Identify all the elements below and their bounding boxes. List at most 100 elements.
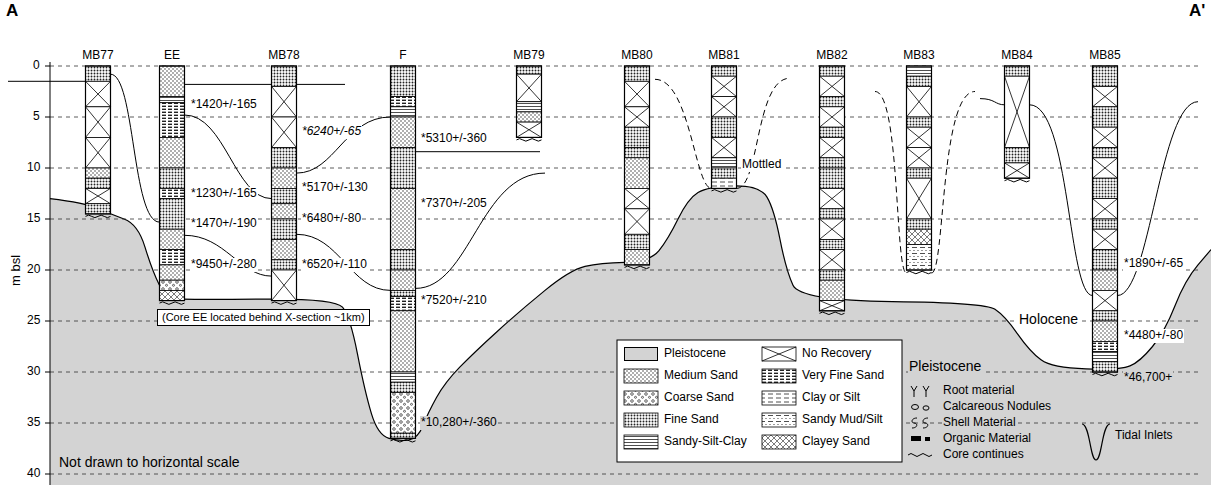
core-interval	[160, 103, 185, 138]
axis-value: 35	[27, 416, 40, 430]
nodule-symbol	[912, 405, 919, 410]
core-interval	[391, 297, 416, 311]
core-outline	[712, 66, 737, 188]
core-continues-mark	[625, 266, 650, 269]
core-interval	[820, 97, 845, 107]
correlation-line	[8, 81, 86, 82]
no-recovery-cross	[907, 127, 932, 147]
core-interval	[1093, 148, 1118, 158]
core-interval	[712, 76, 737, 96]
core-continues-mark	[820, 312, 845, 315]
no-recovery-cross	[712, 137, 737, 157]
legend-text: Medium Sand	[664, 369, 738, 383]
unit-label: Holocene	[1018, 311, 1079, 327]
core-interval	[907, 168, 932, 178]
legend-sample	[762, 435, 796, 449]
core-outline	[272, 66, 297, 301]
core-interval	[1005, 76, 1030, 147]
pleistocene-fill	[50, 186, 1211, 485]
legend-text: Fine Sand	[664, 413, 719, 427]
core-logs	[86, 66, 1118, 442]
core-name: MB83	[901, 49, 937, 63]
core-outline	[820, 66, 845, 311]
core-interval	[820, 127, 845, 137]
core-name: MB80	[619, 49, 655, 63]
correlation-line	[185, 84, 346, 85]
axis-value: 25	[27, 314, 40, 328]
legend-text: Core continues	[942, 448, 1025, 462]
axis-value: 10	[27, 161, 40, 175]
legend-text: Calcareous Nodules	[942, 400, 1052, 414]
legend-sample	[762, 347, 796, 361]
core-continues-mark	[517, 139, 542, 142]
core-interval	[820, 76, 845, 96]
core-continues-mark	[160, 302, 185, 305]
core-column: MB84	[999, 49, 1035, 178]
no-recovery-cross	[272, 270, 297, 301]
core-column: EE	[160, 49, 185, 301]
tidal-inlet-outline	[932, 92, 976, 274]
core-interval	[391, 290, 416, 296]
no-recovery-cross	[712, 97, 737, 117]
correlation-lines	[8, 74, 1198, 295]
correlation-line	[416, 173, 546, 288]
core-name: MB79	[511, 49, 547, 63]
core-interval	[712, 137, 737, 157]
core-interval	[820, 219, 845, 239]
core-interval	[272, 66, 297, 86]
legend-sample	[624, 413, 658, 427]
core-interval	[391, 382, 416, 392]
correlation-line	[111, 74, 160, 222]
core-interval	[907, 76, 932, 86]
radiocarbon-date: *6480+/-80	[301, 212, 362, 226]
section-end-label: A	[6, 1, 18, 21]
no-recovery-cross	[272, 86, 297, 117]
no-recovery-cross	[625, 209, 650, 235]
core-interval	[1093, 127, 1118, 147]
core-interval	[1093, 270, 1118, 290]
core-column: F	[391, 49, 416, 438]
radiocarbon-date: *6240+/-65	[301, 125, 362, 139]
core-continues-mark	[391, 440, 416, 443]
legend-text: Very Fine Sand	[802, 369, 884, 383]
radiocarbon-date: *1420+/-165	[190, 98, 258, 112]
no-recovery-cross	[712, 76, 737, 96]
nodule-symbol	[923, 406, 929, 410]
core-outline	[1093, 66, 1118, 372]
core-interval	[272, 270, 297, 301]
core-interval	[391, 392, 416, 433]
axis-value: 20	[27, 263, 40, 277]
core-interval	[1093, 311, 1118, 321]
core-interval	[86, 137, 111, 168]
axis-title: m bsl	[9, 254, 24, 285]
core-interval	[625, 158, 650, 189]
axis-value: 5	[33, 110, 40, 124]
core-interval	[160, 168, 185, 188]
core-interval	[391, 117, 416, 148]
core-interval	[1005, 66, 1030, 76]
core-interval	[160, 97, 185, 103]
organic-symbol	[925, 437, 930, 441]
section-end-label: A'	[1189, 1, 1205, 21]
core-interval	[517, 102, 542, 112]
no-recovery-cross	[517, 122, 542, 137]
legend-text: Sandy Mud/Silt	[802, 413, 883, 427]
core-continues-mark	[1093, 373, 1118, 376]
no-recovery-cross	[907, 86, 932, 117]
radiocarbon-date: *7520+/-210	[420, 294, 488, 308]
core-continues-mark	[86, 215, 111, 218]
core-interval	[820, 280, 845, 300]
core-column: MB78	[266, 49, 302, 301]
core-interval	[820, 107, 845, 127]
core-name: MB78	[266, 49, 302, 63]
no-recovery-cross	[907, 178, 932, 219]
core-outline	[517, 66, 542, 137]
unit-label: Pleistocene	[908, 358, 982, 374]
no-recovery-cross	[1005, 76, 1030, 147]
radiocarbon-date: *6520+/-110	[301, 258, 368, 272]
core-column: MB80	[619, 49, 655, 265]
core-interval	[1093, 178, 1118, 198]
core-interval	[1093, 229, 1118, 249]
core-interval	[391, 97, 416, 107]
